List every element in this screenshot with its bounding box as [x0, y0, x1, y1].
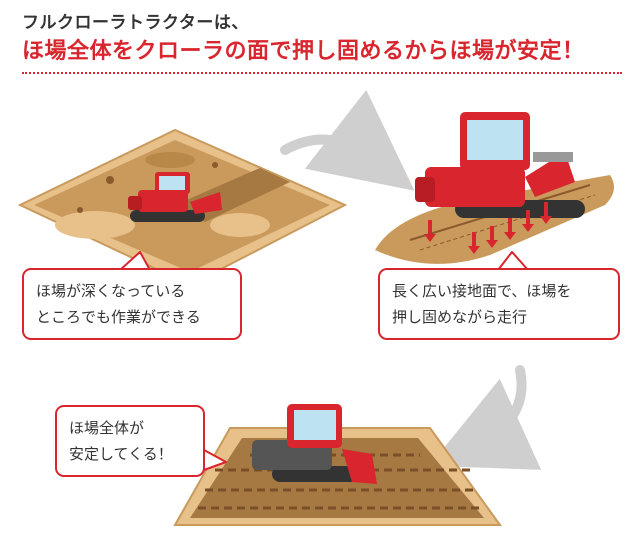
- callout-3: ほ場全体が 安定してくる！: [55, 405, 205, 477]
- callout-3-line-1: ほ場全体が: [69, 419, 145, 437]
- callout-2: 長く広い接地面で、ほ場を 押し固めながら走行: [378, 268, 620, 340]
- curved-arrow-icon: [429, 365, 542, 470]
- heading-line1: フルクローラトラクターは、: [22, 13, 249, 33]
- tractor-icon: [252, 404, 377, 484]
- down-arrow-icon: [468, 232, 480, 254]
- tractor-icon: [128, 172, 222, 222]
- down-arrow-icon: [486, 226, 498, 248]
- callout-2-line-2: 押し固めながら走行: [392, 308, 528, 326]
- callout-2-line-1: 長く広い接地面で、ほ場を: [392, 282, 572, 300]
- callout-1: ほ場が深くなっている ところでも作業ができる: [22, 268, 242, 340]
- down-arrow-icon: [424, 220, 436, 242]
- callout-1-line-2: ところでも作業ができる: [36, 308, 201, 326]
- heading-line2: ほ場全体をクローラの面で押し固めるからほ場が安定！: [22, 39, 585, 64]
- callout-3-line-2: 安定してくる！: [69, 445, 173, 463]
- curved-arrow-icon: [280, 89, 415, 191]
- heading-divider: [22, 72, 622, 74]
- pressure-arrows: [424, 202, 552, 254]
- down-arrow-icon: [540, 202, 552, 224]
- down-arrow-icon: [522, 210, 534, 232]
- callout-1-line-1: ほ場が深くなっている: [36, 282, 186, 300]
- down-arrow-icon: [504, 218, 516, 240]
- tractor-icon: [415, 112, 585, 218]
